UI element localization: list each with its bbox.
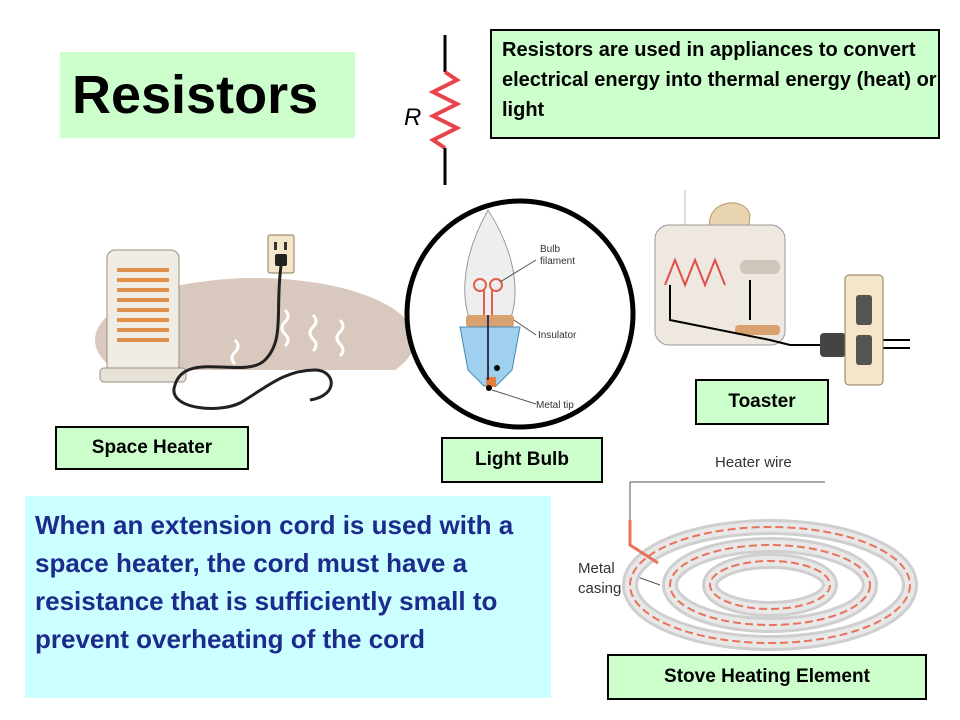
resistor-symbol: R — [404, 35, 462, 185]
page-title: Resistors — [60, 52, 355, 138]
top-note: Resistors are used in appliances to conv… — [490, 29, 940, 139]
heater-wire-callout: Heater wire — [715, 454, 792, 471]
bulb-insulator-callout: Insulator — [538, 330, 577, 341]
bottom-note: When an extension cord is used with a sp… — [25, 496, 551, 698]
metal-casing-word2: casing — [578, 580, 621, 597]
bulb-filament-callout-line: Bulb — [540, 244, 560, 255]
bulb-metal-tip-callout: Metal tip — [536, 400, 574, 411]
metal-casing-word1: Metal — [578, 560, 615, 577]
bulb-filament-callout-line: filament — [540, 256, 575, 267]
toaster-label: Toaster — [695, 379, 829, 425]
resistor-label: R — [404, 104, 421, 131]
metal-casing-callout: Metal casing — [578, 560, 621, 597]
stove-element-illustration: Heater wire Metal casing — [578, 454, 918, 651]
stove-element-label: Stove Heating Element — [607, 654, 927, 700]
light-bulb-label: Light Bulb — [441, 437, 603, 483]
toaster-illustration — [654, 190, 910, 386]
space-heater-label: Space Heater — [55, 426, 249, 470]
space-heater-illustration — [85, 234, 415, 420]
